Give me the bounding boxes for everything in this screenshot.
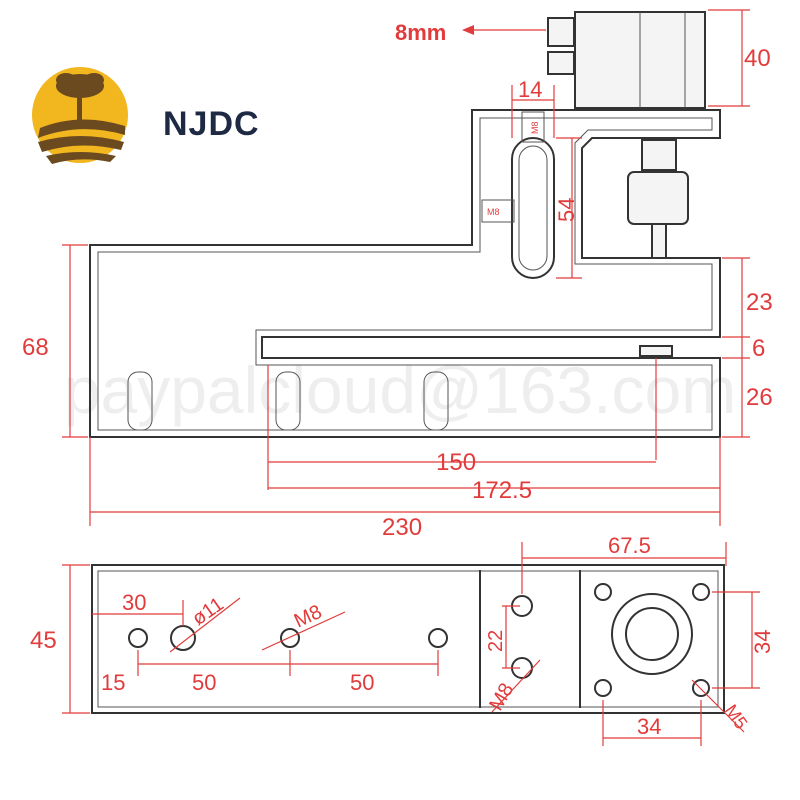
- dim-base-height: 26: [746, 384, 773, 411]
- bottom-view-dimensions: [62, 542, 760, 746]
- dim-flange-thread: M5: [721, 701, 752, 733]
- dim-edge-offset: 15: [101, 670, 125, 695]
- flange-hole-2: [692, 583, 710, 601]
- flange-hole-4: [692, 679, 710, 697]
- rod-collar: [641, 139, 677, 171]
- dim-flange-length: 67.5: [608, 533, 651, 558]
- dim-slot-width: 14: [518, 77, 542, 102]
- dim-slot-length: 54: [554, 198, 579, 222]
- dim-overall-length: 230: [382, 514, 422, 541]
- dim-lower-gap: 6: [752, 335, 765, 362]
- dim-pitch-2: 50: [350, 670, 374, 695]
- side-view-part: [89, 11, 721, 438]
- dim-slot-pitch: 22: [485, 630, 507, 652]
- hole-small-end: [428, 628, 448, 648]
- hole-thread-m8: [280, 628, 300, 648]
- dim-slot-thread: M8: [485, 679, 518, 714]
- dim-overall-height: 68: [22, 334, 49, 361]
- dim-thread-mid: M8: [291, 601, 325, 633]
- thread-hole-top: [521, 111, 545, 143]
- adjust-slot: [511, 137, 555, 279]
- dim-flange-height: 34: [750, 630, 775, 654]
- dim-arm-length: 172.5: [472, 477, 532, 504]
- hex-nut: [627, 171, 689, 225]
- dim-large-hole: ø11: [188, 593, 228, 630]
- air-fitting-bottom: [547, 51, 575, 75]
- base-bolt-3: [423, 371, 449, 431]
- base-plate: [91, 564, 725, 714]
- thread-hole-side: [481, 199, 515, 223]
- dim-cylinder-height: 40: [744, 45, 771, 72]
- slot-thread-side-label: M8: [487, 207, 500, 217]
- brand-name: NJDC: [163, 105, 260, 143]
- flange-hole-1: [594, 583, 612, 601]
- dim-hole-offset: 30: [122, 590, 146, 615]
- base-bolt-2: [275, 371, 301, 431]
- bottom-strip: [0, 793, 800, 800]
- dim-flange-width: 34: [637, 714, 661, 739]
- tree-sun-field-logo: [32, 67, 128, 164]
- side-view-dimensions: [62, 9, 750, 526]
- piston-rod: [651, 223, 667, 259]
- flange-bore: [625, 607, 679, 661]
- dim-holes-span: 150: [436, 449, 476, 476]
- anvil-pin: [639, 345, 673, 357]
- air-fitting-top: [547, 17, 575, 47]
- dim-width: 45: [30, 627, 57, 654]
- stroke-label: 8mm: [395, 20, 446, 45]
- dim-pitch-1: 50: [192, 670, 216, 695]
- dim-upper-gap: 23: [746, 289, 773, 316]
- base-bolt-1: [127, 371, 153, 431]
- hole-large: [170, 625, 196, 651]
- flange-hole-3: [594, 679, 612, 697]
- slot-thread-top-label: M8: [530, 121, 540, 134]
- flange-ring: [611, 593, 693, 675]
- bottom-view-part: [91, 564, 725, 714]
- hole-small-1: [128, 628, 148, 648]
